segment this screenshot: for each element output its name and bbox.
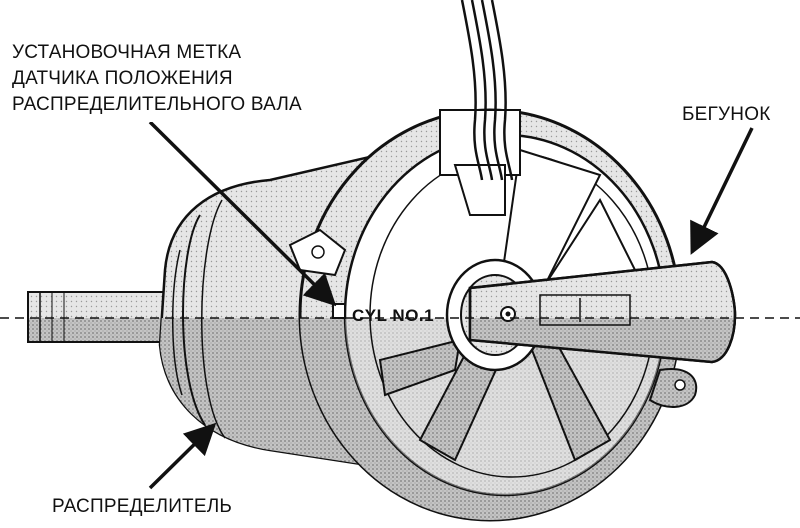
- cam-mark-line-1: УСТАНОВОЧНАЯ МЕТКА: [12, 42, 241, 63]
- distributor-label: РАСПРЕДЕЛИТЕЛЬ: [52, 496, 232, 517]
- cam-mark-line-3: РАСПРЕДЕЛИТЕЛЬНОГО ВАЛА: [12, 94, 302, 115]
- rotor-label: БЕГУНОК: [682, 104, 770, 125]
- sensor-wires: [460, 0, 514, 181]
- rotor: [445, 258, 737, 372]
- rotor-leader: [690, 127, 754, 255]
- cam-mark-line-2: ДАТЧИКА ПОЛОЖЕНИЯ: [12, 68, 233, 89]
- drive-shaft: [27, 291, 179, 343]
- cam-sensor-mark-label: УСТАНОВОЧНАЯ МЕТКА ДАТЧИКА ПОЛОЖЕНИЯ РАС…: [6, 38, 306, 122]
- cam-mark-leader: [148, 120, 337, 307]
- distributor-leader: [148, 422, 217, 490]
- cylinder-mark-text: CYL NO.1: [352, 306, 434, 325]
- cylinder-mark: CYL NO.1: [332, 303, 434, 325]
